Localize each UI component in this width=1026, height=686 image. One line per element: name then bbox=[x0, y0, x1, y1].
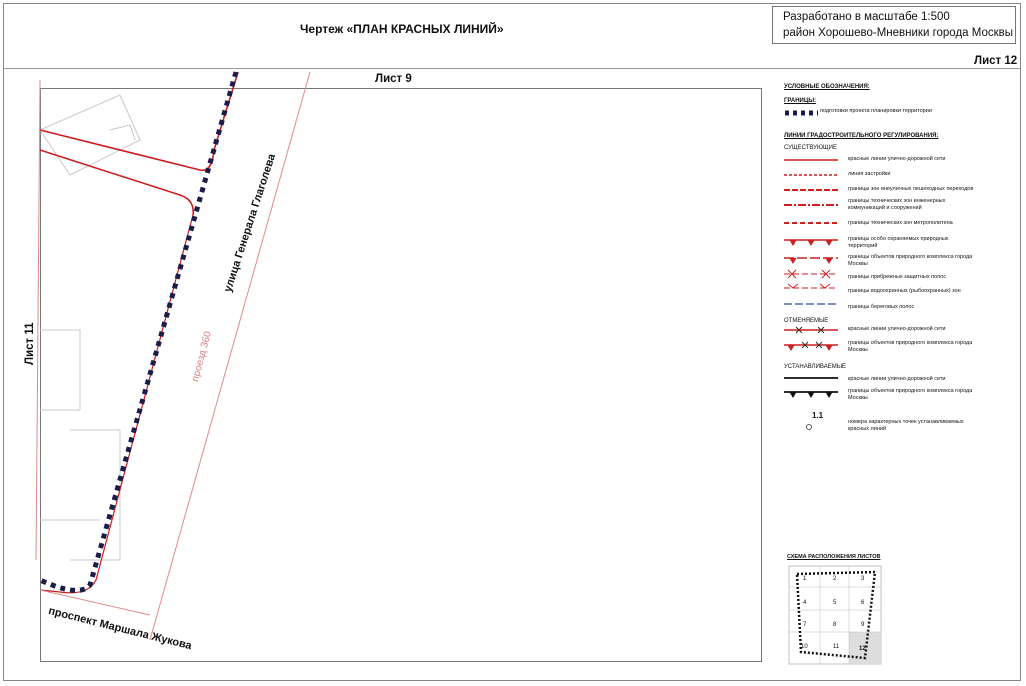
red-line-upper bbox=[39, 71, 239, 172]
legend-boundaries-head: ГРАНИЦЫ: bbox=[784, 98, 817, 104]
cancelled-symbols bbox=[784, 326, 838, 351]
adjacent-sheet-left: Лист 11 bbox=[24, 322, 36, 365]
sheet-frame bbox=[3, 3, 1021, 681]
legend-existing-item-3: границы зон внеуличных пешеходных перехо… bbox=[848, 186, 974, 192]
existing-symbols bbox=[784, 159, 838, 305]
adjacent-sheet-top: Лист 9 bbox=[375, 73, 412, 85]
schema-cell-2: 2 bbox=[833, 576, 837, 582]
schema-cell-11: 11 bbox=[833, 644, 840, 650]
schema-cell-8: 8 bbox=[833, 622, 837, 628]
schema-cell-10: 10 bbox=[801, 644, 808, 650]
schema-cell-3: 3 bbox=[861, 576, 865, 582]
schema-cell-4: 4 bbox=[803, 600, 807, 606]
schema-cell-5: 5 bbox=[833, 600, 837, 606]
legend: УСЛОВНЫЕ ОБОЗНАЧЕНИЯ: ГРАНИЦЫ: подготовк… bbox=[782, 82, 1017, 602]
bottom-red-line bbox=[39, 589, 151, 616]
proezd-line bbox=[149, 71, 311, 641]
map-drawing bbox=[35, 71, 311, 641]
legend-cancelled-head: ОТМЕНЯЕМЫЕ bbox=[784, 318, 829, 324]
point-marker-icon bbox=[806, 424, 812, 430]
legend-title: УСЛОВНЫЕ ОБОЗНАЧЕНИЯ: bbox=[784, 84, 870, 90]
legend-existing-head: СУЩЕСТВУЮЩИЕ bbox=[784, 145, 837, 151]
red-line-main bbox=[39, 214, 194, 594]
schema-cell-7: 7 bbox=[803, 622, 807, 628]
legend-existing-item-8: границы прибрежных защитных полос bbox=[848, 274, 947, 280]
drawing-title: Чертеж «ПЛАН КРАСНЫХ ЛИНИЙ» bbox=[300, 22, 504, 36]
schema-grid bbox=[788, 565, 882, 665]
legend-cancelled-item-2: границы объектов природного комплекса го… bbox=[848, 340, 973, 353]
legend-existing-item-4: границы технических зон инженерных комму… bbox=[848, 198, 946, 211]
project-boundary bbox=[38, 71, 239, 593]
existing-buildings bbox=[39, 94, 141, 561]
red-line-lower bbox=[39, 149, 195, 216]
red-line-left-edge bbox=[35, 79, 41, 561]
legend-existing-item-6: границы особо охраняемых природных терри… bbox=[848, 236, 949, 249]
sheet-layout-schema: СХЕМА РАСПОЛОЖЕНИЯ ЛИСТОВ 1 2 3 4 5 6 7 … bbox=[785, 548, 885, 668]
map-area[interactable] bbox=[40, 88, 762, 662]
sheet-number: Лист 12 bbox=[974, 55, 1018, 67]
legend-existing-item-9: границы водоохранных (рыбоохранных) зон bbox=[848, 288, 961, 294]
legend-existing-item-1: красные линии улично-дорожной сети bbox=[848, 156, 946, 162]
schema-cell-1: 1 bbox=[803, 576, 807, 582]
schema-cell-12-current: 12 bbox=[859, 646, 866, 652]
legend-established-head: УСТАНАВЛИВАЕМЫЕ bbox=[784, 364, 847, 370]
schema-cell-9: 9 bbox=[861, 622, 865, 628]
title-divider bbox=[3, 68, 1021, 69]
legend-established-item-1: красные линии улично-дорожной сети bbox=[848, 376, 946, 382]
schema-title: СХЕМА РАСПОЛОЖЕНИЯ ЛИСТОВ bbox=[787, 554, 881, 560]
legend-point-item: номера характерных точек устанавливаемых… bbox=[848, 419, 964, 432]
legend-existing-item-2: линия застройки bbox=[848, 171, 891, 177]
legend-point-label: 1.1 bbox=[812, 411, 824, 420]
scale-text: Разработано в масштабе 1:500 bbox=[783, 11, 950, 23]
legend-cancelled-item-1: красные линии улично-дорожной сети bbox=[848, 326, 946, 332]
scale-box: Разработано в масштабе 1:500 район Хорош… bbox=[772, 6, 1016, 44]
legend-boundary-item: подготовки проекта планировки территории bbox=[820, 108, 932, 114]
district-text: район Хорошево-Мневники города Москвы bbox=[783, 27, 1014, 39]
legend-existing-item-5: границы технических зон метрополитена bbox=[848, 220, 953, 226]
schema-cell-6: 6 bbox=[861, 600, 865, 606]
legend-existing-item-7: границы объектов природного комплекса го… bbox=[848, 254, 973, 267]
legend-lines-head: ЛИНИИ ГРАДОСТРОИТЕЛЬНОГО РЕГУЛИРОВАНИЯ: bbox=[784, 133, 939, 139]
symbol-boundary bbox=[785, 110, 818, 116]
established-symbols bbox=[784, 377, 838, 398]
legend-established-item-2: границы объектов природного комплекса го… bbox=[848, 388, 973, 401]
legend-existing-item-10: границы береговых полос bbox=[848, 304, 915, 310]
